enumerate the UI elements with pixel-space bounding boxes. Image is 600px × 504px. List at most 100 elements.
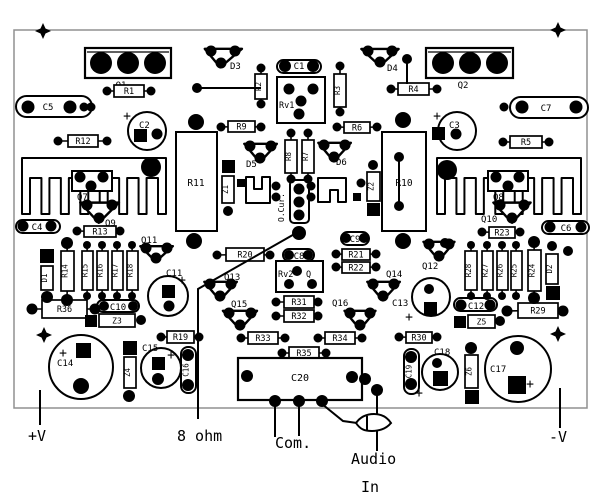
capacitor-C5-label: C5: [43, 103, 54, 113]
capacitor-C2-pad: [151, 128, 163, 140]
resistor-R2-pad: [256, 63, 266, 73]
diode-D6-label: D6: [336, 158, 347, 168]
resistor-R11: [175, 131, 218, 232]
transistor-Q13-label: Q13: [224, 273, 240, 283]
transistor-Q15-pad: [223, 307, 235, 319]
resistor-R34-pad: [313, 333, 323, 343]
trimmer-Rv1-pad: [283, 83, 295, 95]
zener-Z3-label: Z3: [112, 317, 122, 326]
resistor-R16: [96, 250, 109, 291]
transistor-Q11-label: Q11: [141, 236, 157, 246]
resistor-R5-label: R5: [521, 138, 531, 148]
capacitor-C9-pad: [359, 233, 369, 243]
resistor-R26-pad: [498, 241, 506, 249]
zener-Z6: [464, 354, 479, 389]
diode-D5-pad: [265, 140, 277, 152]
resistor-R22-pad: [331, 262, 341, 272]
transistor-Q9-label: Q9: [105, 219, 116, 229]
capacitor-C2-pad: [134, 129, 147, 142]
capacitor-C6-pad: [544, 221, 556, 233]
resistor-R15-pad: [83, 292, 91, 300]
capacitor-C12-label: C12: [468, 302, 484, 312]
capacitor-C13-polarity: +: [405, 310, 413, 325]
capacitor-C14-pad: [73, 378, 89, 394]
resistor-R28-label: R28: [464, 263, 473, 277]
resistor-R23-label: R23: [494, 229, 509, 239]
resistor-R10-pad: [395, 233, 411, 249]
capacitor-C11-polarity: +: [178, 273, 186, 288]
resistor-R33-pad: [236, 333, 246, 343]
capacitor-C19-label: C19: [405, 365, 414, 379]
diode-D2: [545, 253, 559, 285]
resistor-R7-pad: [303, 128, 313, 138]
resistor-R11-pad: [186, 233, 202, 249]
heatsink-right-pad: [437, 160, 457, 180]
transistor-Q8-label: Q8: [493, 193, 504, 203]
resistor-R25-label: R25: [510, 264, 519, 278]
resistor-R19: [166, 330, 195, 344]
pad: [86, 102, 96, 112]
resistor-R17-label: R17: [111, 264, 120, 278]
capacitor-C20-pad: [371, 384, 383, 396]
resistor-R27-pad: [483, 292, 491, 300]
resistor-R18: [126, 250, 139, 291]
resistor-R22-label: R22: [348, 264, 363, 274]
resistor-R8-pad: [286, 128, 296, 138]
capacitor-C3-label: C3: [449, 121, 460, 131]
transistor-Q12-label: Q12: [422, 262, 438, 272]
capacitor-C12-pad: [455, 299, 467, 311]
transistor-Q10-pad: [518, 199, 530, 211]
zener-Z1-pad: [223, 206, 233, 216]
resistor-R21-label: R21: [348, 251, 363, 261]
resistor-R4-pad: [432, 84, 442, 94]
label-audio-in: In: [361, 478, 379, 496]
resistor-R14-pad: [61, 294, 73, 306]
capacitor-C18-label: C18: [434, 348, 450, 358]
resistor-R21-pad: [331, 249, 341, 259]
trimmer-Rv1-pad: [307, 83, 319, 95]
resistor-R16-pad: [98, 241, 106, 249]
resistor-R17-pad: [113, 241, 121, 249]
resistor-R4-pad: [386, 84, 396, 94]
capacitor-C6-label: C6: [561, 224, 572, 234]
capacitor-C12-pad: [484, 299, 496, 311]
resistor-R8-label: R8: [284, 152, 293, 162]
trimmer-Rv1-pad: [293, 108, 305, 120]
resistor-R17-pad: [113, 292, 121, 300]
capacitor-C15-label: C15: [142, 344, 158, 354]
transistor-Q11-pad: [150, 252, 162, 264]
transistor-Q10-pad: [494, 199, 506, 211]
resistor-R10-pad: [394, 152, 404, 162]
transistor-Q7-label: Q7: [77, 193, 88, 203]
transistor-Q9-pad: [106, 199, 118, 211]
output-current-connector-pad: [293, 209, 305, 221]
diode-D1-cathode-pad: [40, 249, 54, 263]
resistor-R12-pad: [53, 136, 63, 146]
capacitor-C17-label: C17: [490, 365, 506, 375]
resistor-R6-pad: [372, 122, 382, 132]
package-outline-right-pad: [356, 178, 366, 188]
diode-D2-label: D2: [545, 264, 554, 273]
transistor-Q2: [424, 46, 515, 80]
resistor-R16-pad: [98, 292, 106, 300]
resistor-R26-label: R26: [496, 263, 505, 277]
zener-Z2-cathode-pad: [367, 203, 380, 216]
resistor-R5-pad: [498, 137, 508, 147]
package-outline-right-pad: [306, 192, 316, 202]
resistor-R23-pad: [477, 227, 487, 237]
capacitor-C10-pad: [128, 301, 138, 311]
resistor-R21-pad: [371, 249, 381, 259]
diode-D5-pad: [254, 152, 266, 164]
resistor-R15-pad: [83, 241, 91, 249]
resistor-R1: [113, 84, 145, 98]
resistor-R31-pad: [313, 297, 323, 307]
resistor-R32-label: R32: [291, 312, 306, 322]
capacitor-C3-pad: [450, 128, 462, 140]
diode-D4-pad: [386, 45, 398, 57]
transistor-Q10-label: Q10: [481, 215, 497, 225]
resistor-R35-pad: [321, 348, 331, 358]
resistor-R28-pad: [467, 241, 475, 249]
resistor-R10: [381, 131, 427, 232]
resistor-R21: [341, 248, 371, 261]
capacitor-C1-label: C1: [294, 62, 305, 72]
